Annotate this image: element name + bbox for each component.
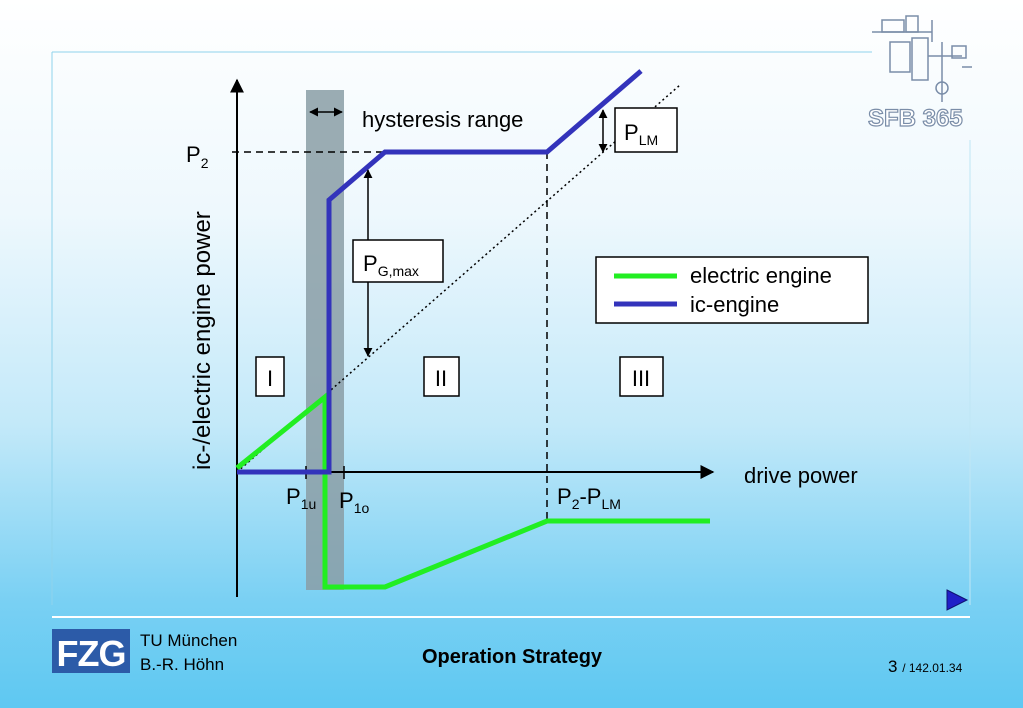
fzg-logo: FZG bbox=[52, 629, 130, 674]
ic-engine-curve bbox=[237, 69, 643, 475]
fzg-logo-bg bbox=[52, 629, 130, 673]
hysteresis-label: hysteresis range bbox=[362, 107, 523, 132]
x-axis-label: drive power bbox=[744, 463, 858, 488]
region-3-label: III bbox=[632, 366, 650, 391]
gearbox-sketch-icon bbox=[872, 15, 972, 102]
page-number: 3 / 142.01.34 bbox=[888, 657, 962, 677]
plm-box bbox=[614, 107, 678, 153]
y-axis-label: ic-/electric engine power bbox=[189, 211, 216, 470]
page-suffix: / 142.01.34 bbox=[902, 661, 963, 675]
page-number-value: 3 bbox=[888, 657, 898, 676]
play-arrow-icon[interactable] bbox=[946, 589, 969, 611]
pgmax-label: PG,max bbox=[363, 251, 419, 279]
fzg-logo-text: FZG bbox=[57, 633, 126, 674]
electric-engine-curve bbox=[235, 391, 710, 590]
legend-label-ic: ic-engine bbox=[690, 292, 779, 317]
sfb-logo: SFB 365 bbox=[867, 15, 972, 132]
footer-author: B.-R. Höhn bbox=[140, 655, 225, 674]
p1u-label: P1u bbox=[286, 484, 316, 512]
legend: electric engine ic-engine bbox=[595, 256, 869, 324]
region-3-box bbox=[619, 356, 664, 397]
p2-plm-label: P2-PLM bbox=[557, 484, 621, 512]
region-1-label: I bbox=[267, 366, 273, 391]
region-1-box bbox=[255, 356, 285, 397]
next-slide-button[interactable] bbox=[945, 588, 969, 612]
region-2-box bbox=[423, 356, 460, 397]
sfb-logo-text: SFB 365 bbox=[868, 105, 963, 132]
slide-title: Operation Strategy bbox=[422, 646, 603, 668]
legend-box bbox=[595, 256, 869, 324]
plm-label: PLM bbox=[624, 120, 658, 148]
p2-label: P2 bbox=[186, 142, 209, 171]
legend-label-electric: electric engine bbox=[690, 263, 832, 288]
p1o-label: P1o bbox=[339, 488, 369, 516]
region-2-label: II bbox=[435, 366, 447, 391]
pgmax-box bbox=[352, 239, 444, 283]
footer-university: TU München bbox=[140, 631, 238, 650]
